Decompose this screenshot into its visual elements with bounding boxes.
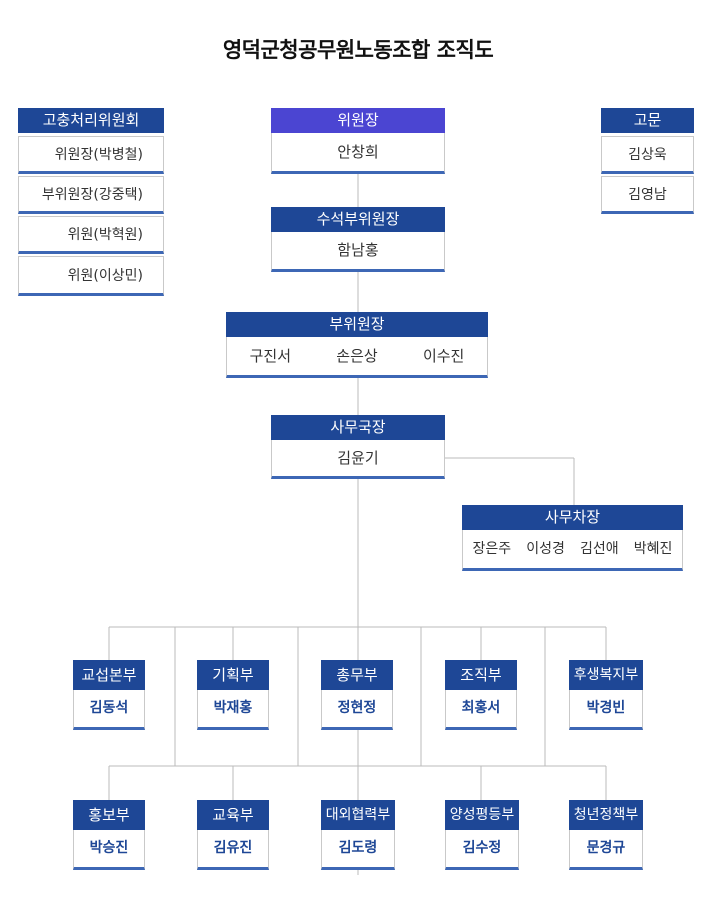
dept-header: 기획부 xyxy=(197,660,269,690)
committee-member: 부위원장(강중택) xyxy=(18,176,164,214)
advisor: 고문 xyxy=(601,108,694,133)
grievance-committee: 고충처리위원회 xyxy=(18,108,164,133)
dept-name: 김수정 xyxy=(445,830,519,870)
dept-name: 김유진 xyxy=(197,830,269,870)
advisor-member: 김영남 xyxy=(601,176,694,214)
dept-header: 대외협력부 xyxy=(321,800,395,830)
advisor-member: 김상욱 xyxy=(601,136,694,174)
dept-name: 김동석 xyxy=(73,690,145,730)
deputy-secretary-box: 사무차장 장은주 이성경 김선애 박혜진 xyxy=(462,505,683,571)
deputy-member: 장은주 xyxy=(472,541,512,557)
vice-member: 이수진 xyxy=(422,347,465,365)
dept-header: 홍보부 xyxy=(73,800,145,830)
dept-name: 최홍서 xyxy=(445,690,517,730)
grievance-committee-header: 고충처리위원회 xyxy=(18,108,164,133)
dept-box: 총무부 정현정 xyxy=(321,660,393,730)
deputy-member: 김선애 xyxy=(580,541,619,557)
dept-header: 후생복지부 xyxy=(569,660,643,690)
dept-box: 기획부 박재홍 xyxy=(197,660,269,730)
dept-name: 박경빈 xyxy=(569,690,643,730)
dept-box: 교섭본부 김동석 xyxy=(73,660,145,730)
committee-member: 위원(박혁원) xyxy=(18,216,164,254)
secretary-general-name: 김윤기 xyxy=(271,440,445,479)
vice-member: 손은상 xyxy=(336,347,378,365)
dept-box: 홍보부 박승진 xyxy=(73,800,145,870)
vice-box: 부위원장 구진서 손은상 이수진 xyxy=(226,312,488,378)
chair-header: 위원장 xyxy=(271,108,445,133)
dept-box: 청년정책부 문경규 xyxy=(569,800,643,870)
senior-vice-name: 함남홍 xyxy=(271,232,445,272)
secretary-general-header: 사무국장 xyxy=(271,415,445,440)
dept-name: 박재홍 xyxy=(197,690,269,730)
secretary-general-box: 사무국장 김윤기 xyxy=(271,415,445,479)
vice-names: 구진서 손은상 이수진 xyxy=(226,337,488,378)
vice-member: 구진서 xyxy=(249,347,292,365)
dept-box: 조직부 최홍서 xyxy=(445,660,517,730)
dept-name: 김도령 xyxy=(321,830,395,870)
dept-header: 청년정책부 xyxy=(569,800,643,830)
dept-box: 양성평등부 김수정 xyxy=(445,800,519,870)
chair-box: 위원장 안창희 xyxy=(271,108,445,174)
dept-header: 교섭본부 xyxy=(73,660,145,690)
deputy-secretary-names: 장은주 이성경 김선애 박혜진 xyxy=(462,530,683,571)
page-title: 영덕군청공무원노동조합 조직도 xyxy=(222,38,494,62)
dept-box: 교육부 김유진 xyxy=(197,800,269,870)
dept-header: 총무부 xyxy=(321,660,393,690)
senior-vice-header: 수석부위원장 xyxy=(271,207,445,232)
chair-name: 안창희 xyxy=(271,133,445,174)
committee-member: 위원(이상민) xyxy=(18,256,164,296)
deputy-member: 이성경 xyxy=(526,541,565,557)
committee-member: 위원장(박병철) xyxy=(18,136,164,174)
dept-name: 박승진 xyxy=(73,830,145,870)
dept-header: 양성평등부 xyxy=(445,800,519,830)
dept-header: 조직부 xyxy=(445,660,517,690)
advisor-header: 고문 xyxy=(601,108,694,133)
dept-box: 후생복지부 박경빈 xyxy=(569,660,643,730)
vice-header: 부위원장 xyxy=(226,312,488,337)
dept-header: 교육부 xyxy=(197,800,269,830)
dept-box: 대외협력부 김도령 xyxy=(321,800,395,870)
senior-vice-box: 수석부위원장 함남홍 xyxy=(271,207,445,272)
deputy-secretary-header: 사무차장 xyxy=(462,505,683,530)
dept-name: 문경규 xyxy=(569,830,643,870)
dept-name: 정현정 xyxy=(321,690,393,730)
deputy-member: 박혜진 xyxy=(633,541,673,557)
